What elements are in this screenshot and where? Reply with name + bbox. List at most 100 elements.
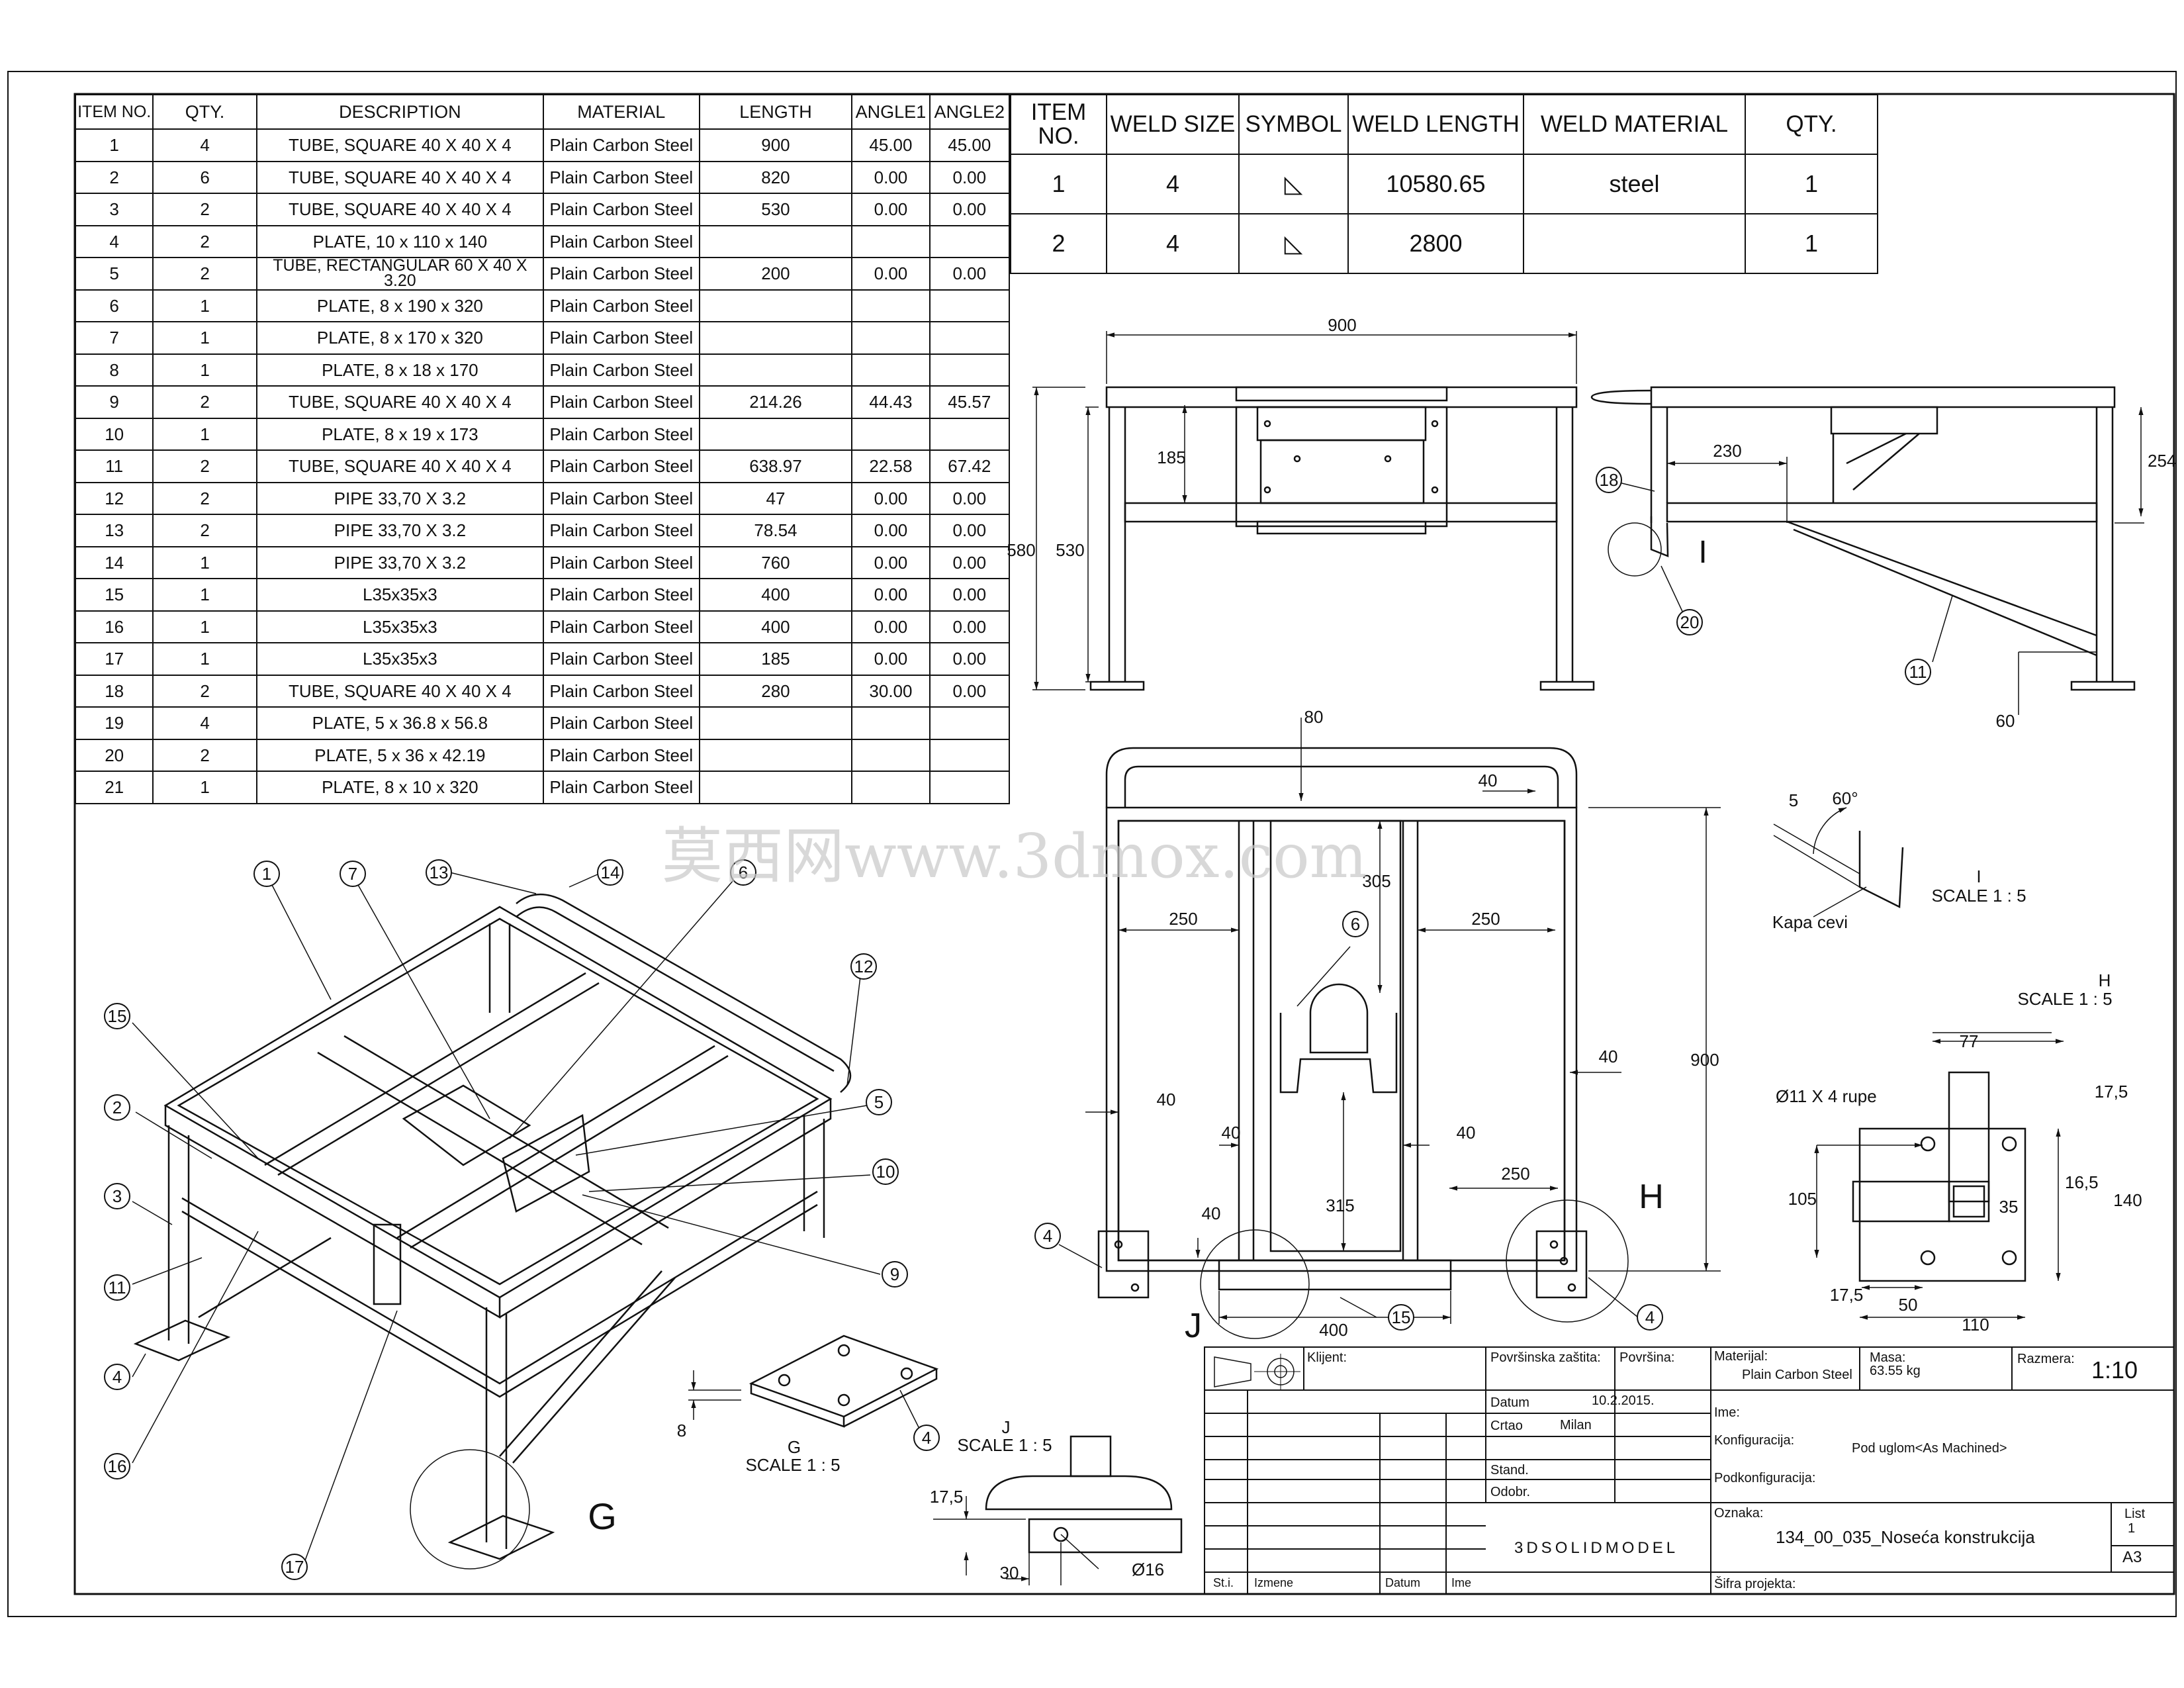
bom-cell-length: 214.26 <box>698 385 853 419</box>
bom-cell-material: Plain Carbon Steel <box>542 706 700 740</box>
bom-cell-angle2 <box>929 706 1011 740</box>
bom-cell-angle1 <box>851 706 931 740</box>
bom-cell-material: Plain Carbon Steel <box>542 449 700 483</box>
tb-podkonfiguracija-label: Podkonfiguracija: <box>1714 1471 1816 1485</box>
bom-cell-item-no: 16 <box>74 610 154 643</box>
balloon-circle <box>850 953 877 980</box>
detail-g-title: G <box>788 1437 801 1457</box>
tb-crtao-value: Milan <box>1560 1418 1592 1432</box>
balloon-number: 1 <box>262 864 271 884</box>
detail-j-view <box>933 1435 1183 1585</box>
top-dim-900: 900 <box>1690 1050 1719 1070</box>
bom-cell-material: Plain Carbon Steel <box>542 193 700 226</box>
bom-cell-length <box>698 738 853 772</box>
balloon-circle <box>340 861 366 887</box>
bom-cell-angle1: 0.00 <box>851 610 931 643</box>
bom-cell-item-no: 12 <box>74 481 154 515</box>
bom-cell-material: Plain Carbon Steel <box>542 738 700 772</box>
bom-cell-angle1: 0.00 <box>851 160 931 194</box>
balloon-circle <box>882 1261 908 1288</box>
balloon-circle <box>872 1158 899 1185</box>
bom-cell-qty: 4 <box>152 128 257 162</box>
balloon-number: 17 <box>285 1557 304 1577</box>
bom-cell-item-no: 20 <box>74 738 154 772</box>
detail-h-dim-140: 140 <box>2113 1190 2142 1210</box>
bom-cell-length: 400 <box>698 610 853 643</box>
weld-header-item-no: ITEM NO. <box>1010 94 1107 155</box>
balloon-circle <box>104 1453 130 1479</box>
balloon-number: 7 <box>348 864 357 884</box>
balloon-number: 16 <box>108 1456 127 1476</box>
bom-cell-description: PLATE, 8 x 170 x 320 <box>255 321 544 355</box>
bom-cell-item-no: 18 <box>74 674 154 708</box>
tb-materijal-value: Plain Carbon Steel <box>1742 1368 1852 1382</box>
balloon-number: 15 <box>108 1006 127 1026</box>
detail-i-dim-5: 5 <box>1789 790 1798 810</box>
top-dim-250b: 250 <box>1471 909 1500 929</box>
top-dim-315: 315 <box>1326 1196 1354 1215</box>
balloon-circle <box>281 1554 308 1580</box>
side-dim-60: 60 <box>1996 711 2015 731</box>
bom-cell-angle2 <box>929 224 1011 258</box>
tb-datum-value: 10.2.2015. <box>1592 1393 1655 1408</box>
balloon-number: 4 <box>113 1367 122 1387</box>
bom-cell-description: PLATE, 8 x 18 x 170 <box>255 353 544 387</box>
tb-sifra-label: Šifra projekta: <box>1714 1577 1796 1591</box>
bom-cell-material: Plain Carbon Steel <box>542 128 700 162</box>
tb-razmera-value: 1:10 <box>2091 1356 2138 1383</box>
bom-cell-item-no: 11 <box>74 449 154 483</box>
bom-cell-description: PLATE, 8 x 10 x 320 <box>255 771 544 804</box>
bom-cell-angle2 <box>929 771 1011 804</box>
bom-cell-qty: 2 <box>152 481 257 515</box>
bom-cell-qty: 1 <box>152 545 257 579</box>
bom-cell-description: TUBE, SQUARE 40 X 40 X 4 <box>255 128 544 162</box>
bom-cell-description: PIPE 33,70 X 3.2 <box>255 545 544 579</box>
bom-cell-qty: 1 <box>152 642 257 676</box>
tb-izmene-label: Izmene <box>1254 1576 1294 1589</box>
tb-list-label: List <box>2124 1507 2146 1521</box>
front-view <box>1032 331 1595 691</box>
tb-company-logo: 3DSOLIDMODEL <box>1514 1539 1679 1557</box>
bom-cell-angle1: 22.58 <box>851 449 931 483</box>
weld-cell-material: steel <box>1523 154 1746 214</box>
bom-cell-description: TUBE, SQUARE 40 X 40 X 4 <box>255 160 544 194</box>
bom-cell-description: TUBE, SQUARE 40 X 40 X 4 <box>255 674 544 708</box>
bom-cell-angle2: 0.00 <box>929 257 1011 291</box>
tb-klijent-label: Klijent: <box>1307 1350 1347 1365</box>
bom-cell-angle1 <box>851 321 931 355</box>
bom-cell-material: Plain Carbon Steel <box>542 578 700 612</box>
weld-header-length: WELD LENGTH <box>1347 94 1524 155</box>
tb-list-value: 1 <box>2128 1521 2136 1536</box>
balloon-circle <box>913 1425 940 1451</box>
weld-cell-length: 2800 <box>1347 213 1524 274</box>
top-dim-40a: 40 <box>1479 771 1498 790</box>
bom-header-length: LENGTH <box>698 94 853 130</box>
bom-cell-length: 530 <box>698 193 853 226</box>
bom-cell-material: Plain Carbon Steel <box>542 224 700 258</box>
bom-cell-angle1: 0.00 <box>851 545 931 579</box>
weld-cell-symbol: ◺ <box>1238 213 1349 274</box>
dimension-text-layer: 900 185 580 530 230 254 60 I 80 40 305 2… <box>588 315 2176 1583</box>
top-dim-80: 80 <box>1304 707 1324 727</box>
bom-cell-length <box>698 289 853 322</box>
bom-cell-description: L35x35x3 <box>255 578 544 612</box>
balloon-number: 5 <box>874 1092 884 1112</box>
bom-cell-qty: 2 <box>152 674 257 708</box>
detail-h-dim-17-5b: 17,5 <box>1830 1285 1864 1305</box>
weld-cell-size: 4 <box>1106 213 1240 274</box>
detail-g-dim-8: 8 <box>677 1421 686 1440</box>
bom-cell-item-no: 21 <box>74 771 154 804</box>
